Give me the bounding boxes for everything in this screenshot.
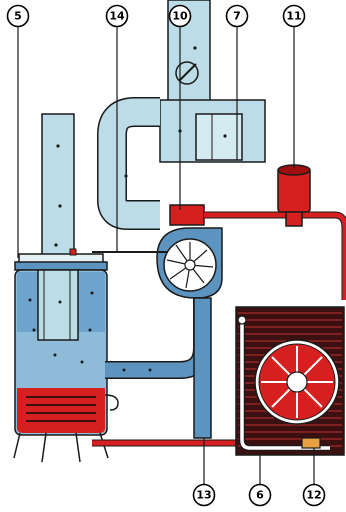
callout-13-label: 13: [196, 489, 211, 502]
callout-6-label: 6: [256, 489, 264, 502]
callout-6: 6: [250, 485, 271, 506]
callout-5: 5: [8, 6, 29, 27]
callout-7: 7: [227, 6, 248, 27]
callout-14-label: 14: [109, 10, 125, 23]
callout-13: 13: [194, 485, 215, 506]
thermostat: [302, 438, 320, 448]
suction-duct: [42, 114, 74, 264]
exhaust-duct: [112, 0, 265, 215]
return-water-pipe: [105, 298, 202, 372]
callout-10-label: 10: [172, 10, 188, 23]
butterfly-valve-icon: [176, 62, 198, 84]
callout-5-label: 5: [14, 10, 22, 23]
pump-discharge-pipe: [194, 298, 211, 438]
callout-10: 10: [170, 6, 191, 27]
callout-12: 12: [304, 485, 325, 506]
tank: [14, 254, 118, 462]
callout-7-label: 7: [233, 10, 241, 23]
callout-11-label: 11: [286, 10, 301, 23]
callout-14: 14: [107, 6, 128, 27]
callout-11: 11: [284, 6, 305, 27]
pump-outlet-valve: [170, 205, 204, 225]
callout-12-label: 12: [306, 489, 321, 502]
